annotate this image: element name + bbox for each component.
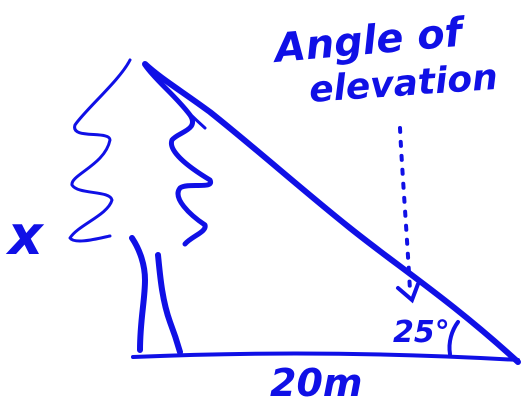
angle-arc xyxy=(447,320,460,356)
tree-trunk-right xyxy=(155,252,183,355)
tree-foliage-left-outline xyxy=(68,58,132,243)
arrow-head xyxy=(396,282,420,304)
annotation-arrow xyxy=(396,126,420,304)
pine-tree-icon xyxy=(68,58,213,355)
tree-trunk-left xyxy=(129,235,148,353)
triangle xyxy=(131,61,521,365)
hypotenuse-double-stroke xyxy=(148,66,207,130)
ground-line xyxy=(131,351,520,362)
height-label: x xyxy=(5,204,45,267)
base-label: 20m xyxy=(270,361,362,403)
dotted-arrow-shaft xyxy=(398,126,412,292)
hypotenuse-line xyxy=(142,61,521,365)
angle-label: 25° xyxy=(393,315,450,350)
hypotenuse-tick xyxy=(328,210,340,222)
